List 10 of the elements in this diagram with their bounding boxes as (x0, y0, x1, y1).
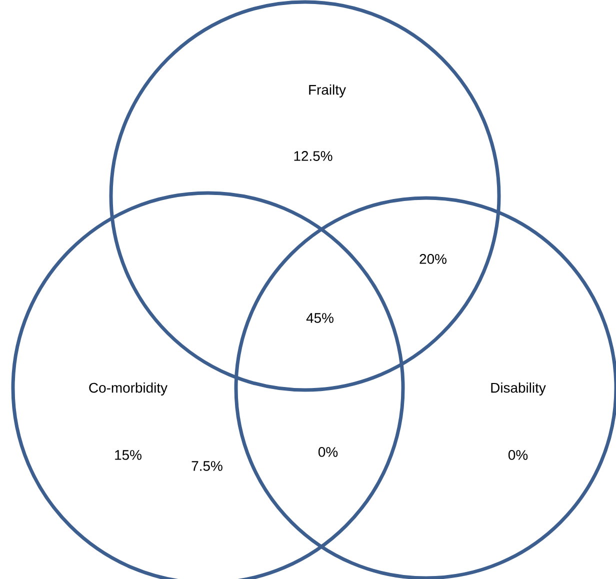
percentage-value: 15% (115, 450, 142, 460)
circle-title: Frailty (309, 84, 346, 98)
percentage-value: 0% (508, 450, 528, 460)
percentage-value: 12.5% (294, 151, 332, 161)
percentage-value: 0% (318, 447, 338, 457)
percentage-value: 45% (306, 313, 334, 323)
circle-title: Co-morbidity (89, 382, 168, 396)
percentage-value: 20% (420, 254, 446, 264)
percentage-value: 7.5% (192, 461, 222, 471)
circle-title: Disability (491, 382, 546, 396)
